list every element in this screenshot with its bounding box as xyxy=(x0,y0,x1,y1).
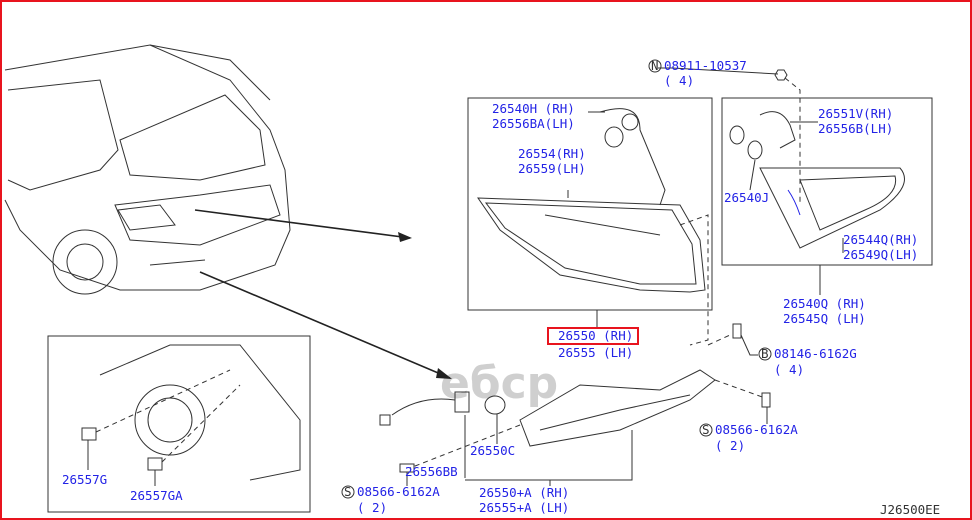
outer-lamp-illustration xyxy=(477,108,706,293)
diagram-code: J26500EE xyxy=(880,502,940,517)
callout-inner-lamp-lh[interactable]: 26545Q (LH) xyxy=(783,311,866,326)
svg-text:( 4): ( 4) xyxy=(774,362,804,377)
svg-text:08146-6162G: 08146-6162G xyxy=(774,346,857,361)
svg-text:08566-6162A: 08566-6162A xyxy=(357,484,440,499)
callout-lens-rh[interactable]: 26554(RH) xyxy=(518,146,586,161)
svg-text:08911-10537: 08911-10537 xyxy=(664,58,747,73)
inner-lamp-box xyxy=(721,97,933,266)
outer-lamp-box xyxy=(467,97,713,311)
callout-nut[interactable]: N 08911-10537 ( 4) xyxy=(648,58,747,88)
nut-icon xyxy=(774,69,788,81)
svg-text:N: N xyxy=(651,58,659,73)
callout-harness-rh[interactable]: 26551V(RH) xyxy=(818,106,893,121)
callout-fog-rh[interactable]: 26550+A (RH) xyxy=(479,485,569,500)
callout-screw-left[interactable]: S 08566-6162A ( 2) xyxy=(341,484,440,515)
svg-text:( 2): ( 2) xyxy=(715,438,745,453)
car-rear-illustration xyxy=(4,44,291,295)
callout-inner-lamp-rh[interactable]: 26540Q (RH) xyxy=(783,296,866,311)
callout-lamp-rh[interactable]: 26550 (RH) xyxy=(558,328,633,343)
inner-lamp-illustration xyxy=(729,111,905,249)
svg-text:( 2): ( 2) xyxy=(357,500,387,515)
callout-lens-lh[interactable]: 26559(LH) xyxy=(518,161,586,176)
callout-fog-lh[interactable]: 26555+A (LH) xyxy=(479,500,569,515)
highlight-box xyxy=(547,327,639,345)
callout-clip-ga[interactable]: 26557GA xyxy=(130,488,183,503)
watermark-logo: ебср xyxy=(440,358,558,409)
callout-socket-lh[interactable]: 26556BA(LH) xyxy=(492,116,575,131)
svg-text:08566-6162A: 08566-6162A xyxy=(715,422,798,437)
callout-socket-rh[interactable]: 26540H (RH) xyxy=(492,101,575,116)
callout-bulb-j[interactable]: 26540J xyxy=(724,190,769,205)
callout-lamp-lh[interactable]: 26555 (LH) xyxy=(558,345,633,360)
callout-clip-g[interactable]: 26557G xyxy=(62,472,107,487)
callout-inner-lens-rh[interactable]: 26544Q(RH) xyxy=(843,232,918,247)
callout-screw-right[interactable]: S 08566-6162A ( 2) xyxy=(699,422,798,453)
callout-bulb-c[interactable]: 26550C xyxy=(470,443,515,458)
svg-text:S: S xyxy=(702,422,710,437)
clip-detail-illustration xyxy=(81,344,301,486)
callout-bolt[interactable]: B 08146-6162G ( 4) xyxy=(758,346,857,377)
callout-inner-lens-lh[interactable]: 26549Q(LH) xyxy=(843,247,918,262)
svg-text:S: S xyxy=(344,484,352,499)
callout-harness-lh[interactable]: 26556B(LH) xyxy=(818,121,893,136)
pointer-arrows xyxy=(194,209,452,379)
svg-text:( 4): ( 4) xyxy=(664,73,694,88)
svg-text:B: B xyxy=(761,346,769,361)
clip-detail-box xyxy=(47,335,311,513)
callout-socket-bb[interactable]: 26556BB xyxy=(405,464,458,479)
